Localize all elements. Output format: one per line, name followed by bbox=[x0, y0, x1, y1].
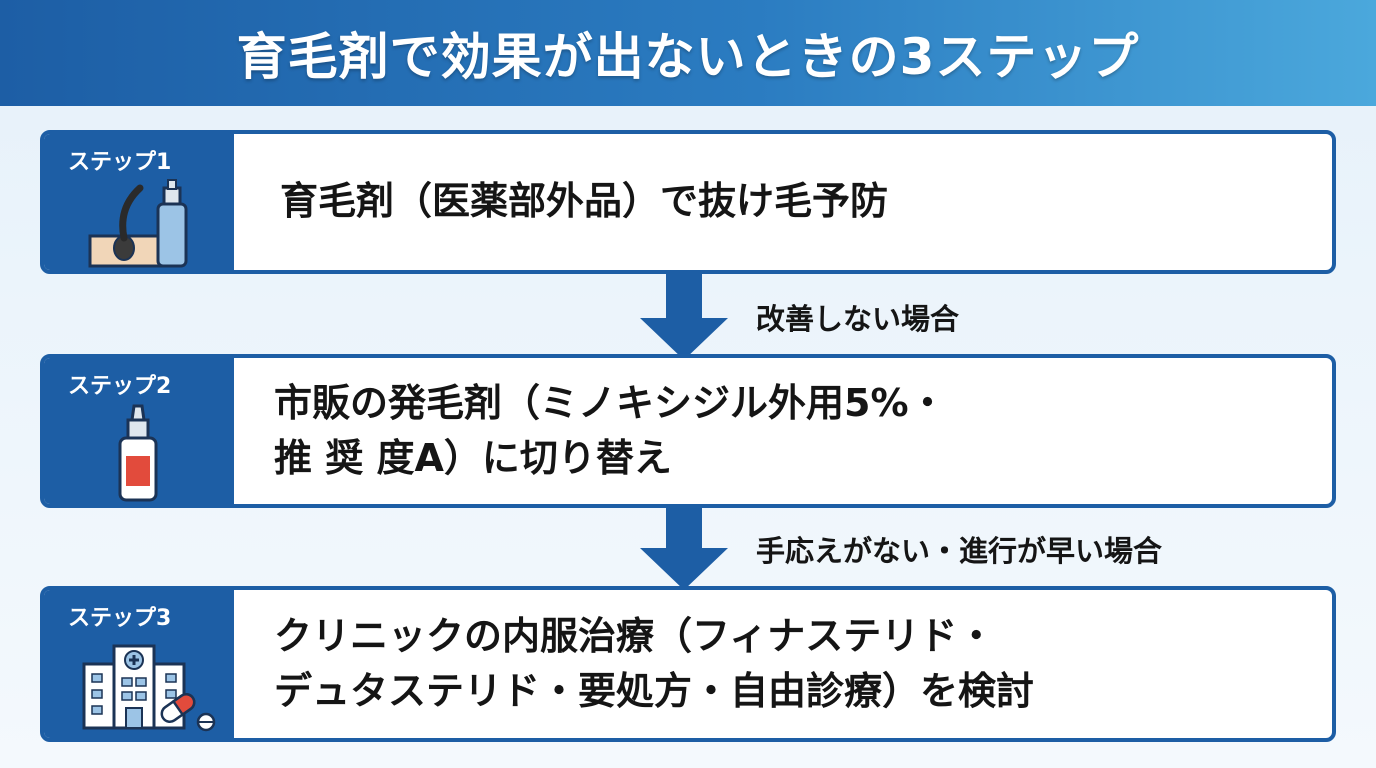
down-arrow-icon bbox=[640, 506, 728, 590]
step-1-sidebar: ステップ1 bbox=[44, 134, 234, 270]
step-1-line-1: 育毛剤（医薬部外品）で抜け毛予防 bbox=[280, 179, 889, 224]
step-2-label: ステップ2 bbox=[68, 374, 172, 399]
step-2-line-2: 推 奨 度A）に切り替え bbox=[274, 436, 672, 480]
dropper-bottle-icon bbox=[118, 404, 158, 502]
page-title: 育毛剤で効果が出ないときの3ステップ bbox=[236, 28, 1140, 86]
step-3-label: ステップ3 bbox=[68, 606, 172, 631]
step-3-line-1: クリニックの内服治療（フィナステリド・ bbox=[274, 613, 996, 658]
step-3-sidebar: ステップ3 bbox=[44, 590, 234, 738]
step-1-box: ステップ1 育毛剤（医薬部外品）で抜け毛予防 bbox=[40, 130, 1336, 274]
step-3-line-2: デュタステリド・要処方・自由診療）を検討 bbox=[274, 669, 1035, 713]
step-2-line-1: 市販の発毛剤（ミノキシジル外用5%・ bbox=[274, 380, 947, 425]
hair-tonic-icon bbox=[88, 179, 188, 268]
down-arrow-icon bbox=[640, 274, 728, 360]
step-3-text: クリニックの内服治療（フィナステリド・ デュタステリド・要処方・自由診療）を検討 bbox=[234, 590, 1332, 738]
header-banner: 育毛剤で効果が出ないときの3ステップ bbox=[0, 0, 1376, 106]
condition-2: 手応えがない・進行が早い場合 bbox=[756, 534, 1163, 568]
step-2-box: ステップ2 市販の発毛剤（ミノキシジル外用5%・ 推 奨 度A）に切り替え bbox=[40, 354, 1336, 508]
step-2-text: 市販の発毛剤（ミノキシジル外用5%・ 推 奨 度A）に切り替え bbox=[234, 358, 1332, 504]
step-1-label: ステップ1 bbox=[68, 150, 172, 175]
step-1-text: 育毛剤（医薬部外品）で抜け毛予防 bbox=[234, 134, 1332, 270]
hospital-icon bbox=[82, 644, 216, 732]
condition-1: 改善しない場合 bbox=[756, 302, 960, 336]
step-2-sidebar: ステップ2 bbox=[44, 358, 234, 504]
step-3-box: ステップ3 クリニックの内服治療（フィナステリド・ bbox=[40, 586, 1336, 742]
